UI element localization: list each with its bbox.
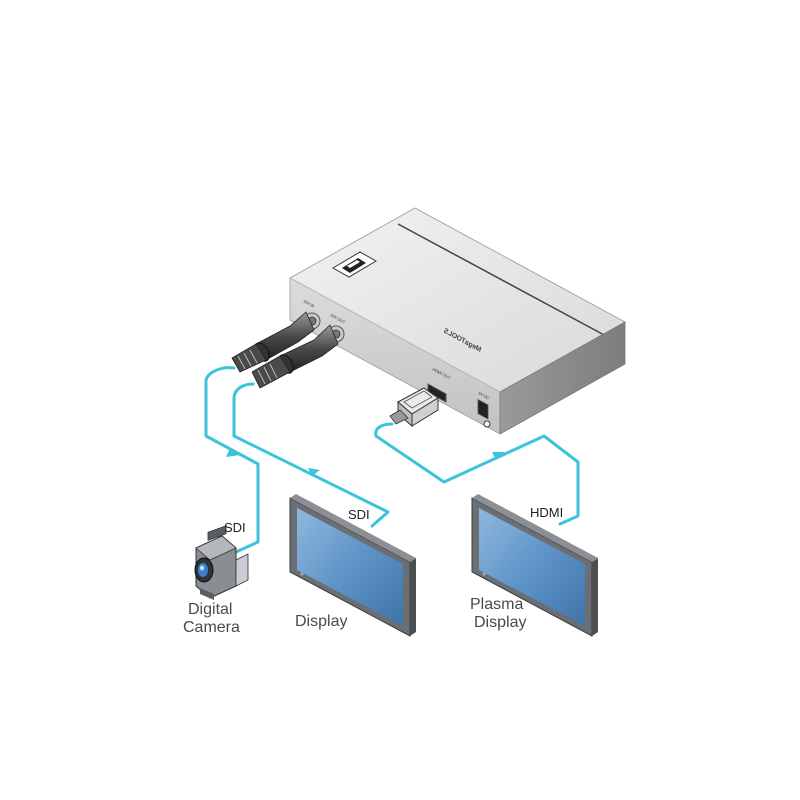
flow-arrows xyxy=(226,448,505,476)
camera-caption-line1: Digital xyxy=(188,601,232,618)
converter-device: MegaTOOLS SDI IN SDI OUT HDMI OUT 5V DC xyxy=(289,207,626,435)
plasma-screen xyxy=(479,508,585,626)
brand-logo-icon xyxy=(332,251,377,278)
hdmi-plug-connector xyxy=(389,387,439,428)
arrow-up-icon xyxy=(226,448,240,457)
camera-caption-line2: Camera xyxy=(183,619,240,636)
display-cable-label: SDI xyxy=(348,507,370,522)
display-monitor-icon xyxy=(289,494,416,637)
arrow-up-right-icon xyxy=(492,452,505,460)
hdmi-out-port[interactable] xyxy=(427,383,447,403)
display-screen xyxy=(297,508,403,626)
sdi-out-bnc-connector xyxy=(251,324,339,389)
device-side xyxy=(499,321,626,435)
sdi-in-cable xyxy=(204,366,260,554)
hdmi-cable xyxy=(374,422,580,526)
plasma-caption-line1: Plasma xyxy=(470,596,523,613)
sdi-in-bnc-connector xyxy=(231,311,315,373)
display-caption: Display xyxy=(295,613,347,630)
sdi-out-cable xyxy=(232,382,390,528)
port-label-sdi-in: SDI IN xyxy=(303,298,316,308)
cables xyxy=(204,366,580,554)
port-label-power: 5V DC xyxy=(478,390,491,400)
power-jack[interactable] xyxy=(477,398,491,428)
plasma-display-icon xyxy=(471,494,598,637)
plasma-cable-label: HDMI xyxy=(530,505,563,520)
arrow-right-icon xyxy=(308,468,320,476)
plasma-caption-line2: Display xyxy=(474,614,526,631)
digital-camera-icon xyxy=(194,525,249,600)
camera-cable-label: SDI xyxy=(224,520,246,535)
